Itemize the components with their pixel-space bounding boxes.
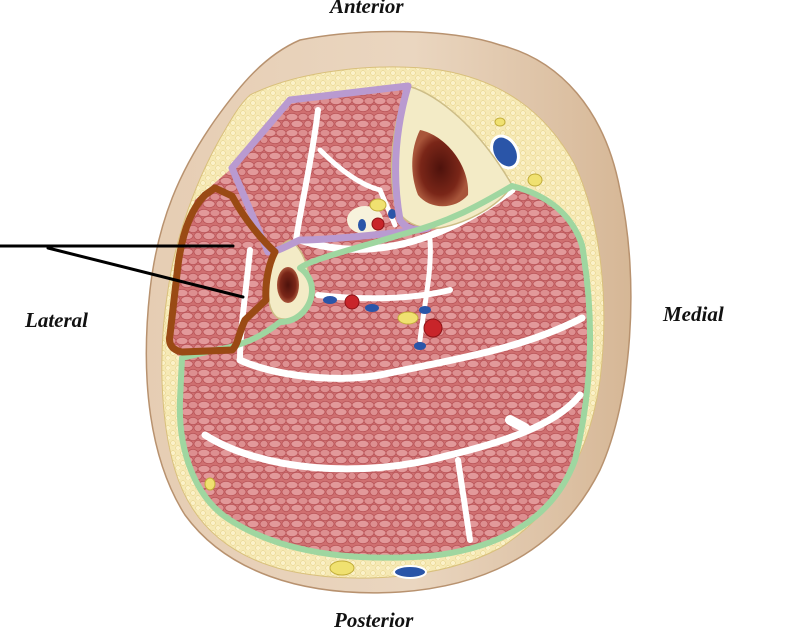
posterior-label: Posterior — [334, 608, 414, 632]
lateral-label: Lateral — [25, 308, 88, 332]
medial-label: Medial — [663, 302, 724, 326]
posterior-neurovascular-bundle — [323, 294, 443, 350]
anterior-label: Anterior — [330, 0, 404, 18]
pointer-lines — [0, 244, 245, 299]
lateral-compartment-outline — [166, 184, 279, 356]
posterior-compartment-outline — [176, 183, 594, 561]
superficial-vessels — [204, 117, 543, 579]
anterior-neurovascular-bundle — [347, 198, 396, 234]
tibia-bone-icon — [390, 85, 513, 230]
fascial-septa — [201, 107, 586, 543]
